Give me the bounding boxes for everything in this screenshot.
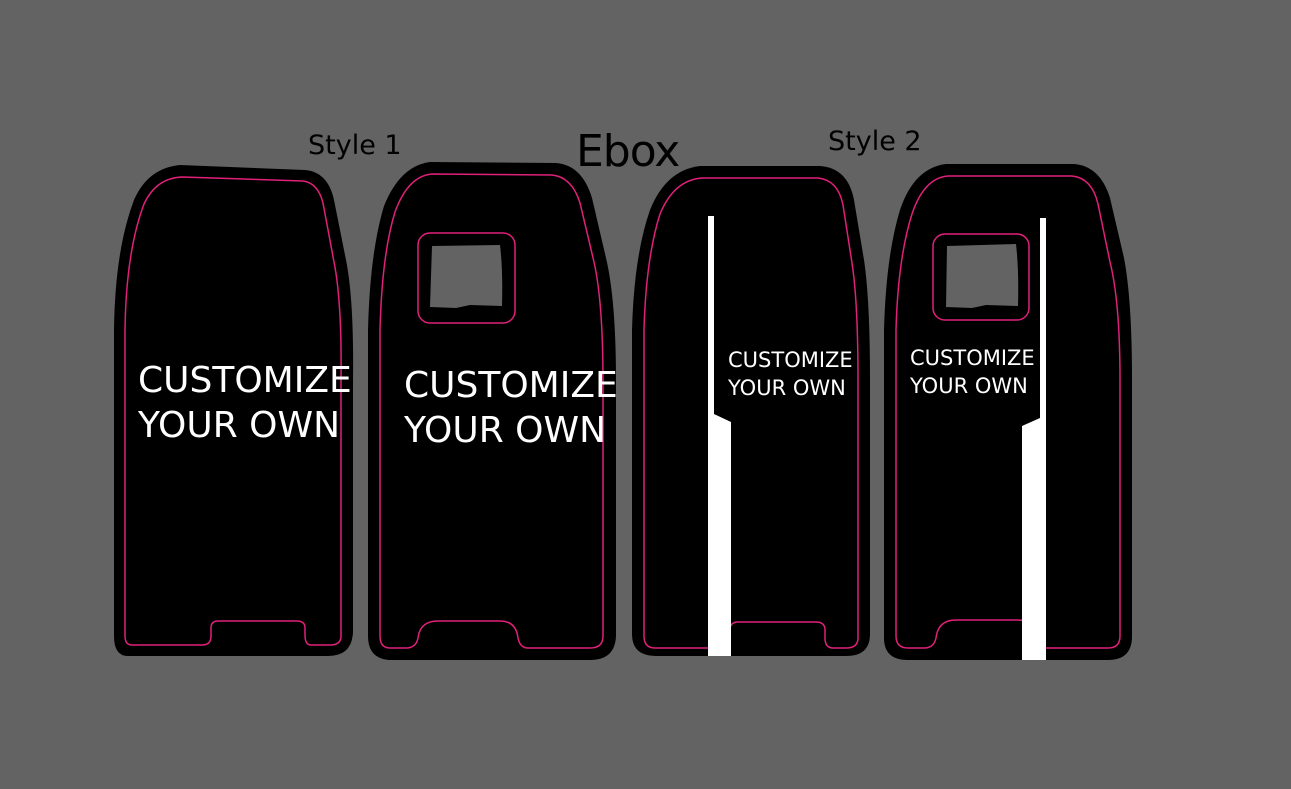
board-text-line1: CUSTOMIZE <box>910 346 1035 370</box>
board-text-line1: CUSTOMIZE <box>404 365 618 406</box>
board-stripe <box>708 216 731 656</box>
board-text-line1: CUSTOMIZE <box>138 360 352 401</box>
board-window-outline <box>417 232 516 324</box>
board-style2-plain: CUSTOMIZE YOUR OWN <box>632 166 870 656</box>
board-window-cutout <box>946 244 1019 308</box>
board-body <box>884 164 1132 660</box>
board-outline <box>379 173 604 649</box>
board-window-cutout <box>430 245 503 308</box>
board-text-line1: CUSTOMIZE <box>728 348 853 372</box>
board-window-outline <box>932 233 1030 321</box>
page-title: Ebox <box>576 126 680 177</box>
board-style1-window: CUSTOMIZE YOUR OWN <box>368 162 618 660</box>
board-outline <box>643 177 859 649</box>
board-body <box>368 162 616 660</box>
board-stripe <box>1022 218 1046 660</box>
board-text-line2: YOUR OWN <box>727 376 846 400</box>
board-style2-window: CUSTOMIZE YOUR OWN <box>884 164 1132 660</box>
board-text-line2: YOUR OWN <box>909 374 1028 398</box>
board-text-line2: YOUR OWN <box>137 405 340 446</box>
board-outline <box>895 175 1121 649</box>
board-text-line2: YOUR OWN <box>403 410 606 451</box>
board-body <box>632 166 870 656</box>
board-outline <box>124 176 342 646</box>
board-body <box>114 165 354 656</box>
style-2-label: Style 2 <box>828 126 922 157</box>
board-style1-plain: CUSTOMIZE YOUR OWN <box>114 165 354 656</box>
style-1-label: Style 1 <box>308 130 402 161</box>
